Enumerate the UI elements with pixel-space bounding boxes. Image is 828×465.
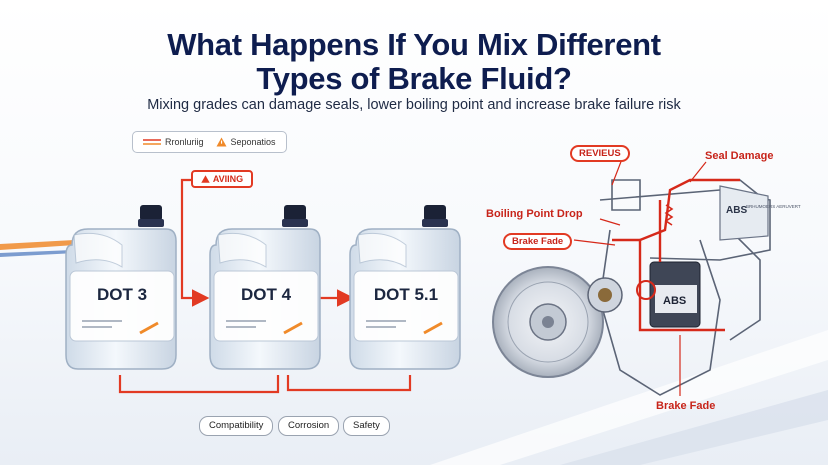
jug-dot51: DOT 5.1 xyxy=(346,205,466,372)
callout-brake-fade-left: Brake Fade xyxy=(503,233,573,250)
warning-tag: AVIING xyxy=(191,170,253,188)
stripes-icon xyxy=(143,139,161,145)
title-line-2: Types of Brake Fluid? xyxy=(256,61,572,96)
pill-compatibility: Compatibility xyxy=(199,416,274,436)
page-subtitle: Mixing grades can damage seals, lower bo… xyxy=(147,97,681,113)
pill-safety: Safety xyxy=(343,416,390,436)
callout-reviews: REVIEUS xyxy=(570,145,630,162)
jug-label: DOT 4 xyxy=(240,285,292,304)
callout-brake-fade-bottom: Brake Fade xyxy=(656,400,716,412)
title-line-1: What Happens If You Mix Different xyxy=(167,27,661,62)
abs-module-label: ABS xyxy=(663,295,686,307)
warning-triangle-icon xyxy=(216,137,227,147)
pill-corrosion: Corrosion xyxy=(278,416,340,436)
page-title: What Happens If You Mix Different Types … xyxy=(0,28,828,96)
callout-seal-damage: Seal Damage xyxy=(705,150,774,162)
legend: Rronluriig Seponatios xyxy=(132,131,287,153)
legend-item-2: Seponatios xyxy=(216,137,276,147)
legend-item-1: Rronluriig xyxy=(143,137,204,147)
abs-unit-label: ABS xyxy=(726,205,747,216)
callout-boiling-point: Boiling Point Drop xyxy=(486,208,583,220)
jug-label: DOT 5.1 xyxy=(373,285,439,304)
abs-unit-text: BRHUMOERS AERUVERT xyxy=(746,204,801,209)
warning-triangle-icon xyxy=(201,175,210,183)
jug-dot4: DOT 4 xyxy=(206,205,326,372)
jug-label: DOT 3 xyxy=(96,285,148,304)
jug-dot3: DOT 3 xyxy=(62,205,182,372)
